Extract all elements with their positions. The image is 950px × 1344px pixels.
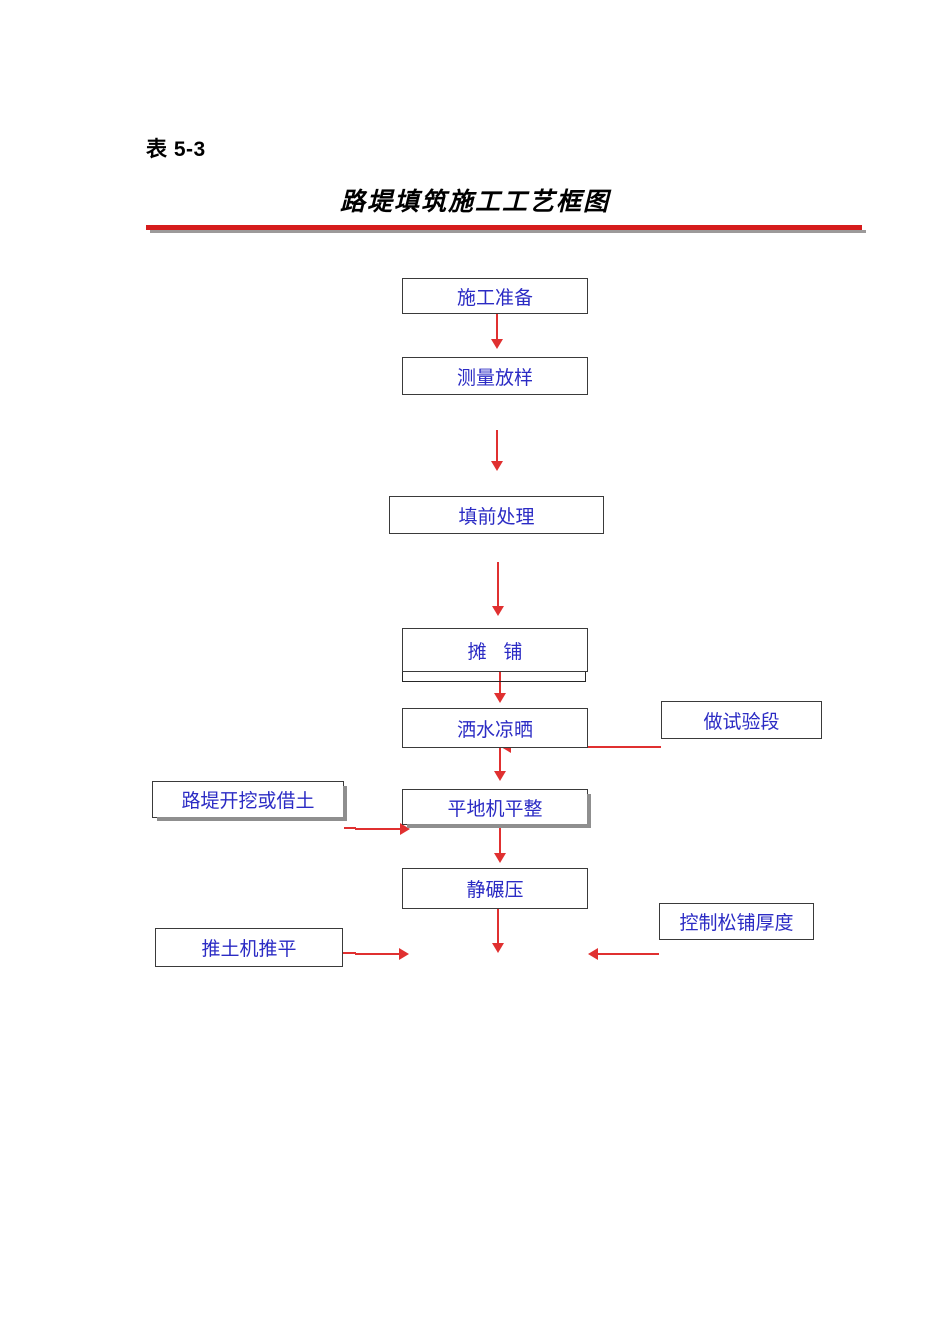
arrow-grader-to-static (494, 826, 506, 863)
title-rule-shadow (150, 230, 866, 233)
arrow-static-downstream (492, 908, 504, 953)
arrow-excavate-to-grader (355, 823, 410, 835)
arrow-prep-to-survey (491, 314, 503, 349)
flow-box-grader[interactable]: 平地机平整 (402, 789, 591, 828)
connector-bulldozer-stub (343, 952, 356, 954)
note-box-trial-section[interactable]: 做试验段 (661, 701, 822, 739)
connector-excavate-stub (344, 827, 356, 829)
title-rule (146, 225, 862, 230)
table-number-label: 表 5-3 (146, 138, 206, 161)
flow-box-pretreat[interactable]: 填前处理 (389, 496, 604, 534)
flow-box-survey[interactable]: 测量放样 (402, 357, 588, 395)
arrow-pretreat-to-spread (492, 562, 504, 616)
flow-box-static-compaction[interactable]: 静碾压 (402, 868, 588, 909)
arrow-survey-to-pretreat (491, 430, 503, 471)
flow-box-spread[interactable]: 摊 铺 (402, 628, 588, 672)
arrow-spread-to-water (494, 664, 506, 703)
page-title: 路堤填筑施工工艺框图 (339, 189, 610, 216)
note-box-loose-thickness[interactable]: 控制松铺厚度 (659, 903, 814, 940)
note-box-excavate-borrow[interactable]: 路堤开挖或借土 (152, 781, 347, 821)
flow-box-water[interactable]: 洒水凉晒 (402, 708, 588, 748)
flow-box-prep[interactable]: 施工准备 (402, 278, 588, 314)
arrow-loose-thickness-to-flow (588, 948, 659, 960)
note-box-bulldozer[interactable]: 推土机推平 (155, 928, 343, 967)
arrow-bulldozer-outflow (355, 948, 409, 960)
arrow-water-to-grader (494, 746, 506, 781)
